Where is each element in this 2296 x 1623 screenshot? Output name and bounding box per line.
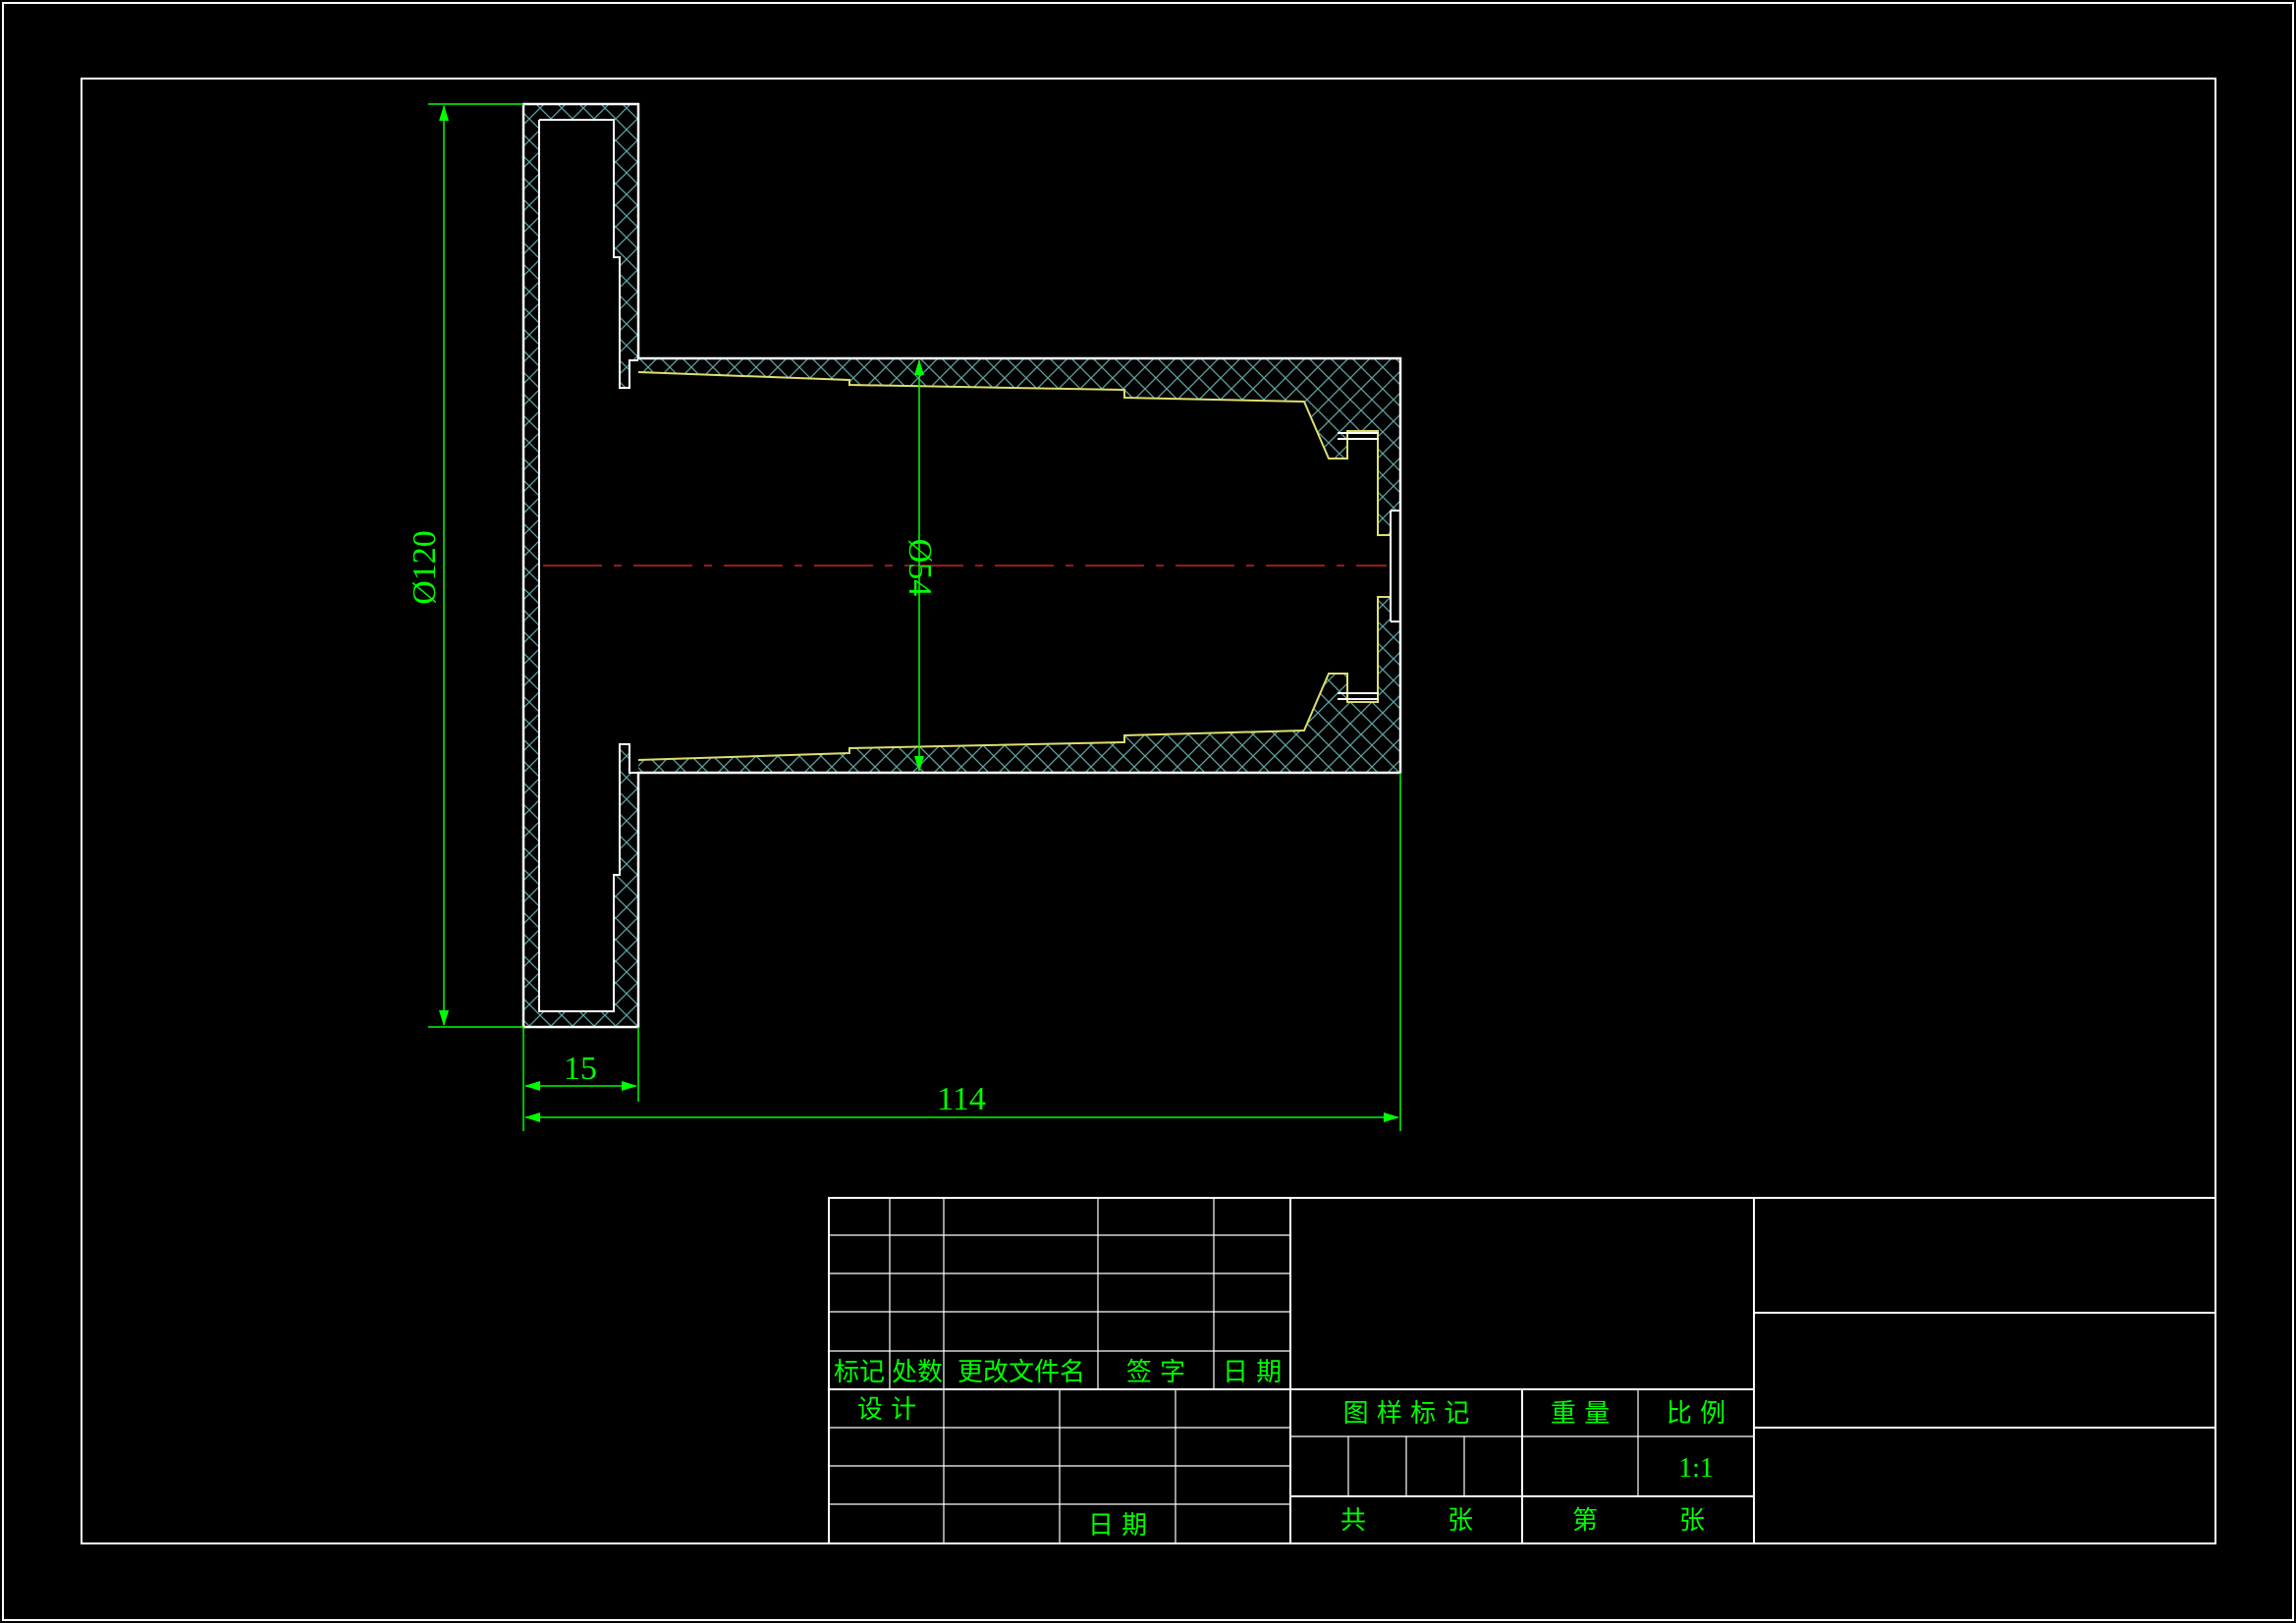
label-sheet-unit-2: 张	[1679, 1506, 1705, 1536]
bore-upper-edge	[637, 371, 1392, 536]
label-mark: 标记	[834, 1358, 885, 1387]
dim-bore-diameter: Ø54	[902, 539, 938, 597]
tube-upper-wall	[638, 358, 1400, 535]
part-section	[521, 102, 1402, 1029]
dim-flange-thickness: 15	[564, 1051, 597, 1087]
label-drawing-mark: 图 样 标 记	[1343, 1399, 1470, 1429]
label-change-doc: 更改文件名	[957, 1358, 1085, 1387]
label-date: 日 期	[1088, 1511, 1147, 1541]
dimensions: Ø120 Ø54 15 114	[407, 103, 1401, 1131]
label-count: 处数	[892, 1358, 943, 1387]
flange-wall	[523, 104, 638, 1027]
label-weight: 重 量	[1551, 1399, 1610, 1429]
tube-lower-wall	[638, 597, 1400, 773]
label-signature: 签 字	[1126, 1358, 1185, 1387]
label-scale: 比 例	[1667, 1399, 1725, 1429]
inner-border	[81, 78, 2216, 1544]
label-total: 共	[1340, 1506, 1366, 1536]
dim-overall-length: 114	[937, 1081, 986, 1117]
scale-value: 1:1	[1678, 1453, 1714, 1484]
bore-lower-edge	[637, 596, 1392, 761]
title-block	[828, 1197, 2216, 1544]
label-sheet-unit-1: 张	[1448, 1506, 1473, 1536]
flange-inner-contour	[538, 119, 638, 1012]
end-groove	[1338, 432, 1400, 700]
label-date-header: 日 期	[1223, 1358, 1282, 1387]
dim-flange-diameter: Ø120	[407, 530, 443, 605]
title-block-labels: 标记 处数 更改文件名 签 字 日 期 设 计 日 期 图 样 标 记 重 量 …	[834, 1358, 1725, 1541]
label-sheet-no: 第	[1572, 1506, 1598, 1536]
label-design: 设 计	[857, 1395, 916, 1425]
